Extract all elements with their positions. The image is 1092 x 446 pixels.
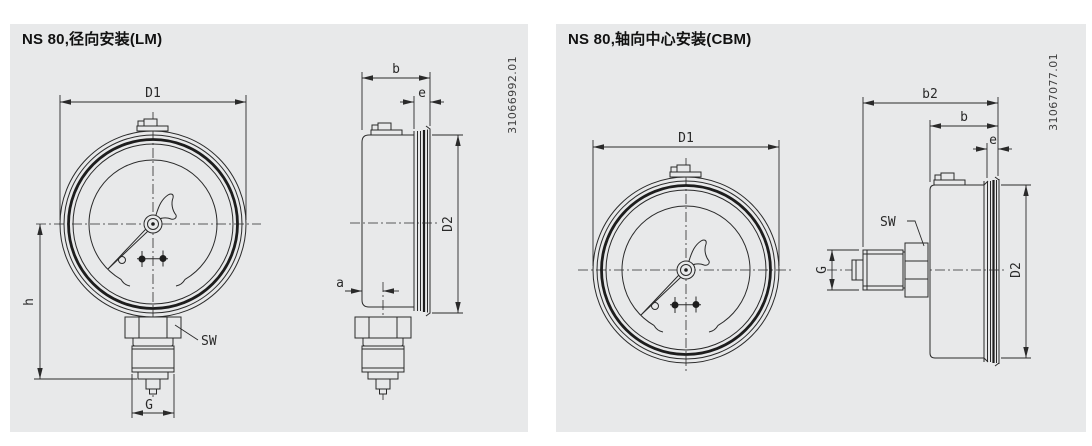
dim-label-a-lm: a <box>336 276 344 291</box>
lm-side-view: b e D2 <box>336 62 463 400</box>
dim-label-b2-cbm: b2 <box>922 87 938 102</box>
dim-label-b-lm: b <box>392 62 400 77</box>
filler-plug-cbm-front <box>669 164 702 178</box>
panel-lm-title: NS 80,径向安装(LM) <box>22 31 163 48</box>
cbm-front-view: D1 <box>578 131 794 372</box>
cbm-side-view: b2 b e D2 <box>815 87 1031 367</box>
dim-label-e-lm: e <box>418 86 426 101</box>
filler-plug-lm-front <box>136 118 169 132</box>
panel-lm: NS 80,径向安装(LM) 31066992.01 <box>10 24 528 432</box>
dim-label-b-cbm: b <box>960 110 968 125</box>
dim-label-d1-cbm: D1 <box>678 131 694 146</box>
dim-label-d2-cbm: D2 <box>1009 262 1024 278</box>
lm-front-view: D1 h G SW <box>22 86 261 418</box>
dim-label-g-cbm: G <box>815 266 830 274</box>
dim-label-sw-lm: SW <box>201 334 217 349</box>
dim-label-g-lm: G <box>145 398 153 413</box>
panel-cbm-title: NS 80,轴向中心安装(CBM) <box>568 31 752 48</box>
dim-label-d1-lm: D1 <box>145 86 161 101</box>
dim-label-h-lm: h <box>22 298 37 306</box>
dim-label-e-cbm: e <box>989 133 997 148</box>
dim-label-d2-lm: D2 <box>441 216 456 232</box>
dim-label-sw-cbm: SW <box>880 215 896 230</box>
filler-plug-cbm-side <box>933 172 966 186</box>
filler-plug-lm-side <box>370 122 403 136</box>
